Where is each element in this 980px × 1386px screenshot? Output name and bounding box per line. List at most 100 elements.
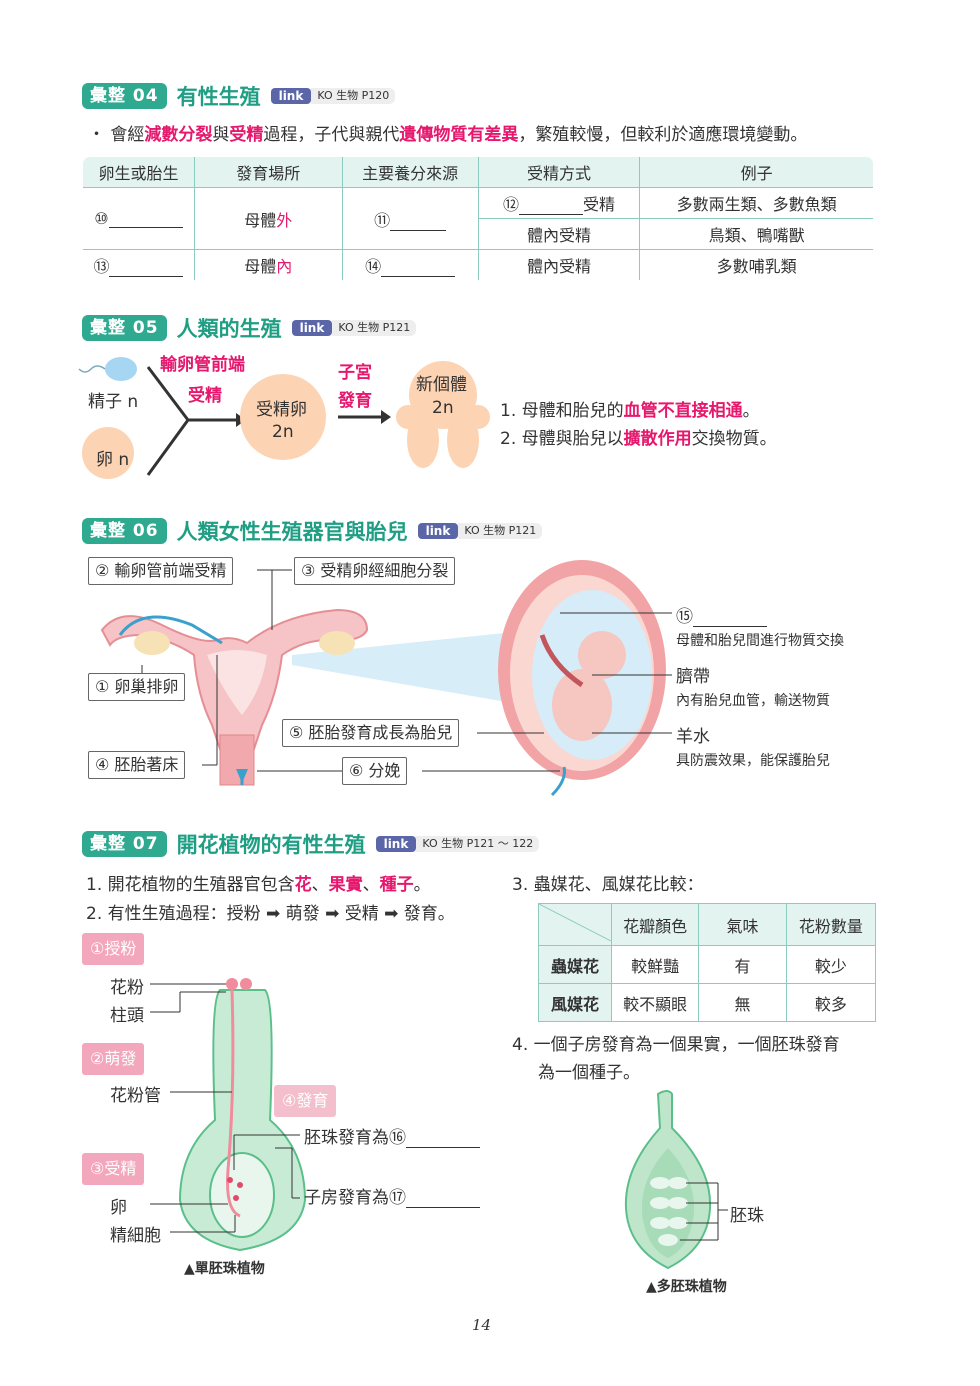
table-cell: 母體外	[193, 187, 343, 250]
flower-comparison-table: 花瓣顏色 氣味 花粉數量 蟲媒花 較鮮豔 有 較少 風媒花 較不顯眼 無 較多	[538, 903, 877, 1022]
label-birth: ⑥ 分娩	[342, 757, 408, 785]
s07-point-3: 3. 蟲媒花、風媒花比較：	[512, 875, 704, 895]
sperm-head-icon	[105, 357, 137, 381]
label-implantation: ④ 胚胎著床	[88, 751, 186, 779]
section-badge: 彙整 07	[82, 831, 167, 857]
table-cell: 無	[698, 983, 787, 1022]
step-pollination: ①授粉	[82, 933, 145, 965]
section-badge: 彙整 05	[82, 315, 167, 341]
table-cell: 多數兩生類、多數魚類	[639, 187, 873, 219]
zygote-icon	[240, 374, 326, 460]
table-cell: 較多	[785, 983, 877, 1022]
label-cell-division: ③ 受精卵經細胞分裂	[294, 557, 456, 585]
placenta-desc: 母體和胎兒間進行物質交換	[676, 633, 844, 649]
sperm-label: 精子 n	[88, 392, 139, 412]
page-number: 14	[472, 1316, 492, 1334]
reference: KO 生物 P121	[332, 320, 417, 336]
sperm-cell-label: 精細胞	[110, 1226, 161, 1246]
pollen-label: 花粉	[110, 978, 144, 998]
baby-icon	[396, 361, 490, 468]
ovule-label: 胚珠	[730, 1206, 764, 1226]
merge-lines-icon	[146, 366, 190, 476]
multi-ovule-pistil-icon	[624, 1090, 712, 1270]
section-title: 人類女性生殖器官與胎兒	[176, 520, 408, 544]
section-title: 開花植物的有性生殖	[176, 833, 366, 857]
fluid-desc: 具防震效果，能保護胎兒	[676, 753, 830, 769]
label-ovulation: ① 卵巢排卵	[88, 673, 186, 701]
link-tag[interactable]: link	[291, 320, 333, 336]
egg-icon	[82, 427, 134, 479]
section-badge: 彙整 06	[82, 518, 167, 544]
table-cell: ⑪	[341, 187, 479, 250]
s07-point-2: 2. 有性生殖過程：授粉 ➡ 萌發 ➡ 受精 ➡ 發育。	[86, 904, 455, 924]
right-ovary-icon	[319, 631, 355, 655]
egg-cell-label: 卵	[110, 1198, 127, 1218]
step-fertilization: ③受精	[82, 1153, 145, 1185]
row-header: 風媒花	[538, 983, 612, 1022]
left-ovary-icon	[134, 631, 170, 655]
sperm-tail-icon	[78, 365, 106, 373]
col-header: 花瓣顏色	[610, 903, 700, 946]
row-header: 蟲媒花	[538, 945, 612, 984]
reference: KO 生物 P121	[458, 523, 543, 539]
section-title: 有性生殖	[176, 85, 261, 109]
caption-multi-ovule: ▲多胚珠植物	[646, 1279, 727, 1295]
pistil-icon	[178, 978, 307, 1252]
col-header: 受精方式	[477, 157, 641, 188]
step-germination: ②萌發	[82, 1043, 145, 1075]
arrow2-label-2: 發育	[338, 391, 372, 411]
table-cell: 有	[698, 945, 787, 984]
table-cell: ⑩	[83, 187, 195, 250]
col-header: 主要養分來源	[341, 157, 479, 188]
arrow2-label-1: 子宮	[338, 363, 372, 383]
link-tag[interactable]: link	[417, 523, 459, 539]
multi-ovule-pistil-diagram	[624, 1090, 728, 1270]
table-cell: 較少	[785, 945, 877, 984]
section-04-header: 彙整 04 有性生殖 link KO 生物 P120	[82, 83, 396, 109]
arrow1-label-2: 受精	[188, 386, 222, 406]
table-cell: 母體內	[193, 249, 343, 280]
s05-point-2: 2. 母體與胎兒以擴散作用交換物質。	[500, 429, 777, 449]
label-fertilization: ② 輸卵管前端受精	[88, 557, 234, 585]
s07-point-4-line2: 為一個種子。	[538, 1063, 640, 1083]
col-header: 卵生或胎生	[83, 157, 195, 188]
arrow2-head-icon	[381, 410, 391, 424]
baby-label-2: 2n	[432, 398, 454, 418]
section-07-header: 彙整 07 開花植物的有性生殖 link KO 生物 P121 ～ 122	[82, 831, 540, 857]
zygote-label-1: 受精卵	[256, 400, 307, 420]
table-cell: ⑬	[83, 249, 195, 280]
baby-label-1: 新個體	[416, 375, 467, 395]
corner-cell	[538, 903, 612, 946]
fertilization-diagram	[78, 357, 490, 479]
col-header: 氣味	[698, 903, 787, 946]
section-06-header: 彙整 06 人類女性生殖器官與胎兒 link KO 生物 P121	[82, 518, 543, 544]
reference: KO 生物 P121 ～ 122	[416, 836, 540, 852]
s07-point-4-line1: 4. 一個子房發育為一個果實，一個胚珠發育	[512, 1035, 840, 1055]
s07-point-1: 1. 開花植物的生殖器官包含花、果實、種子。	[86, 875, 431, 895]
womb-fetus-icon	[498, 560, 666, 797]
cord-desc: 內有胎兒血管，輸送物質	[676, 693, 830, 709]
blank-15: ⑮	[676, 602, 767, 627]
stigma-label: 柱頭	[110, 1006, 144, 1026]
table-cell: 較不顯眼	[610, 983, 700, 1022]
egg-label: 卵 n	[96, 450, 130, 470]
table-cell: ⑭	[341, 249, 479, 280]
birth-arrow-head-icon	[236, 769, 248, 783]
link-tag[interactable]: link	[375, 836, 417, 852]
table-cell: 體內受精	[477, 249, 641, 280]
step-development: ④發育	[274, 1085, 337, 1117]
col-header: 花粉數量	[785, 903, 877, 946]
arrow1-label-1: 輸卵管前端	[160, 355, 245, 375]
link-tag[interactable]: link	[270, 88, 312, 104]
label-fetal-development: ⑤ 胚胎發育成長為胎兒	[282, 719, 460, 747]
s04-bullet: ・ 會經減數分裂與受精過程，子代與親代遺傳物質有差異，繁殖較慢，但較利於適應環境…	[88, 125, 808, 145]
caption-single-ovule: ▲單胚珠植物	[184, 1261, 265, 1277]
cord-label: 臍帶	[676, 667, 710, 687]
female-reproductive-diagram	[100, 560, 672, 797]
section-badge: 彙整 04	[82, 83, 167, 109]
section-05-header: 彙整 05 人類的生殖 link KO 生物 P121	[82, 315, 417, 341]
zygote-label-2: 2n	[272, 422, 294, 442]
table-cell: 鳥類、鴨嘴獸	[639, 218, 873, 250]
